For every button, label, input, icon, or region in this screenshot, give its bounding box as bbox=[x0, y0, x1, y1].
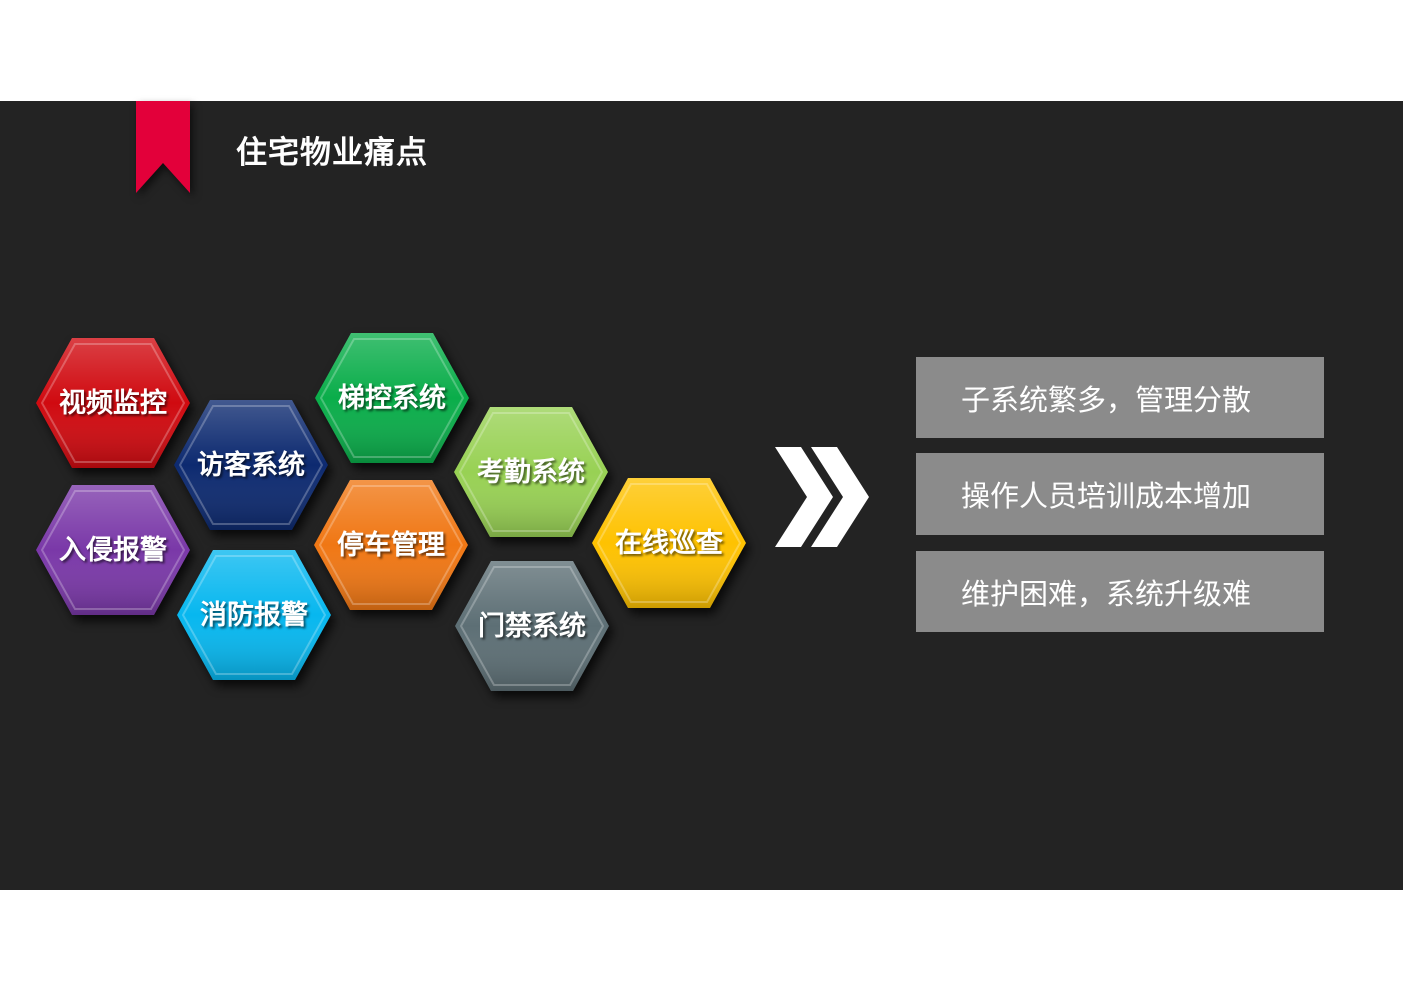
hex-access-control: 门禁系统 bbox=[453, 558, 611, 694]
bookmark-ribbon-icon bbox=[136, 101, 190, 193]
page-title: 住宅物业痛点 bbox=[236, 135, 428, 171]
pain-point-text: 操作人员培训成本增加 bbox=[961, 479, 1252, 513]
hex-label: 消防报警 bbox=[200, 599, 308, 631]
pain-point-text: 子系统繁多，管理分散 bbox=[961, 382, 1252, 417]
hex-attendance-system: 考勤系统 bbox=[452, 404, 610, 540]
pain-point-text: 维护困难，系统升级难 bbox=[961, 576, 1252, 611]
slide: 住宅物业痛点 视频监控 bbox=[0, 101, 1403, 890]
hex-label: 梯控系统 bbox=[338, 382, 446, 414]
hex-fire-alarm: 消防报警 bbox=[175, 547, 333, 683]
hex-label: 访客系统 bbox=[197, 449, 305, 481]
pain-point-box: 子系统繁多，管理分散 bbox=[916, 357, 1324, 438]
hex-elevator-control: 梯控系统 bbox=[313, 330, 471, 466]
hex-intrusion-alarm: 入侵报警 bbox=[34, 482, 192, 618]
hex-parking-management: 停车管理 bbox=[312, 477, 470, 613]
hex-label: 在线巡查 bbox=[615, 527, 723, 559]
pain-point-box: 维护困难，系统升级难 bbox=[916, 551, 1324, 632]
hex-label: 入侵报警 bbox=[59, 534, 167, 566]
hex-label: 视频监控 bbox=[59, 387, 167, 419]
double-chevron-right-icon bbox=[775, 447, 869, 547]
hex-online-patrol: 在线巡查 bbox=[590, 475, 748, 611]
hex-video-surveillance: 视频监控 bbox=[34, 335, 192, 471]
hex-visitor-system: 访客系统 bbox=[172, 397, 330, 533]
hex-label: 停车管理 bbox=[337, 529, 445, 561]
hex-label: 门禁系统 bbox=[478, 610, 586, 642]
pain-point-box: 操作人员培训成本增加 bbox=[916, 453, 1324, 535]
hex-label: 考勤系统 bbox=[477, 456, 585, 488]
